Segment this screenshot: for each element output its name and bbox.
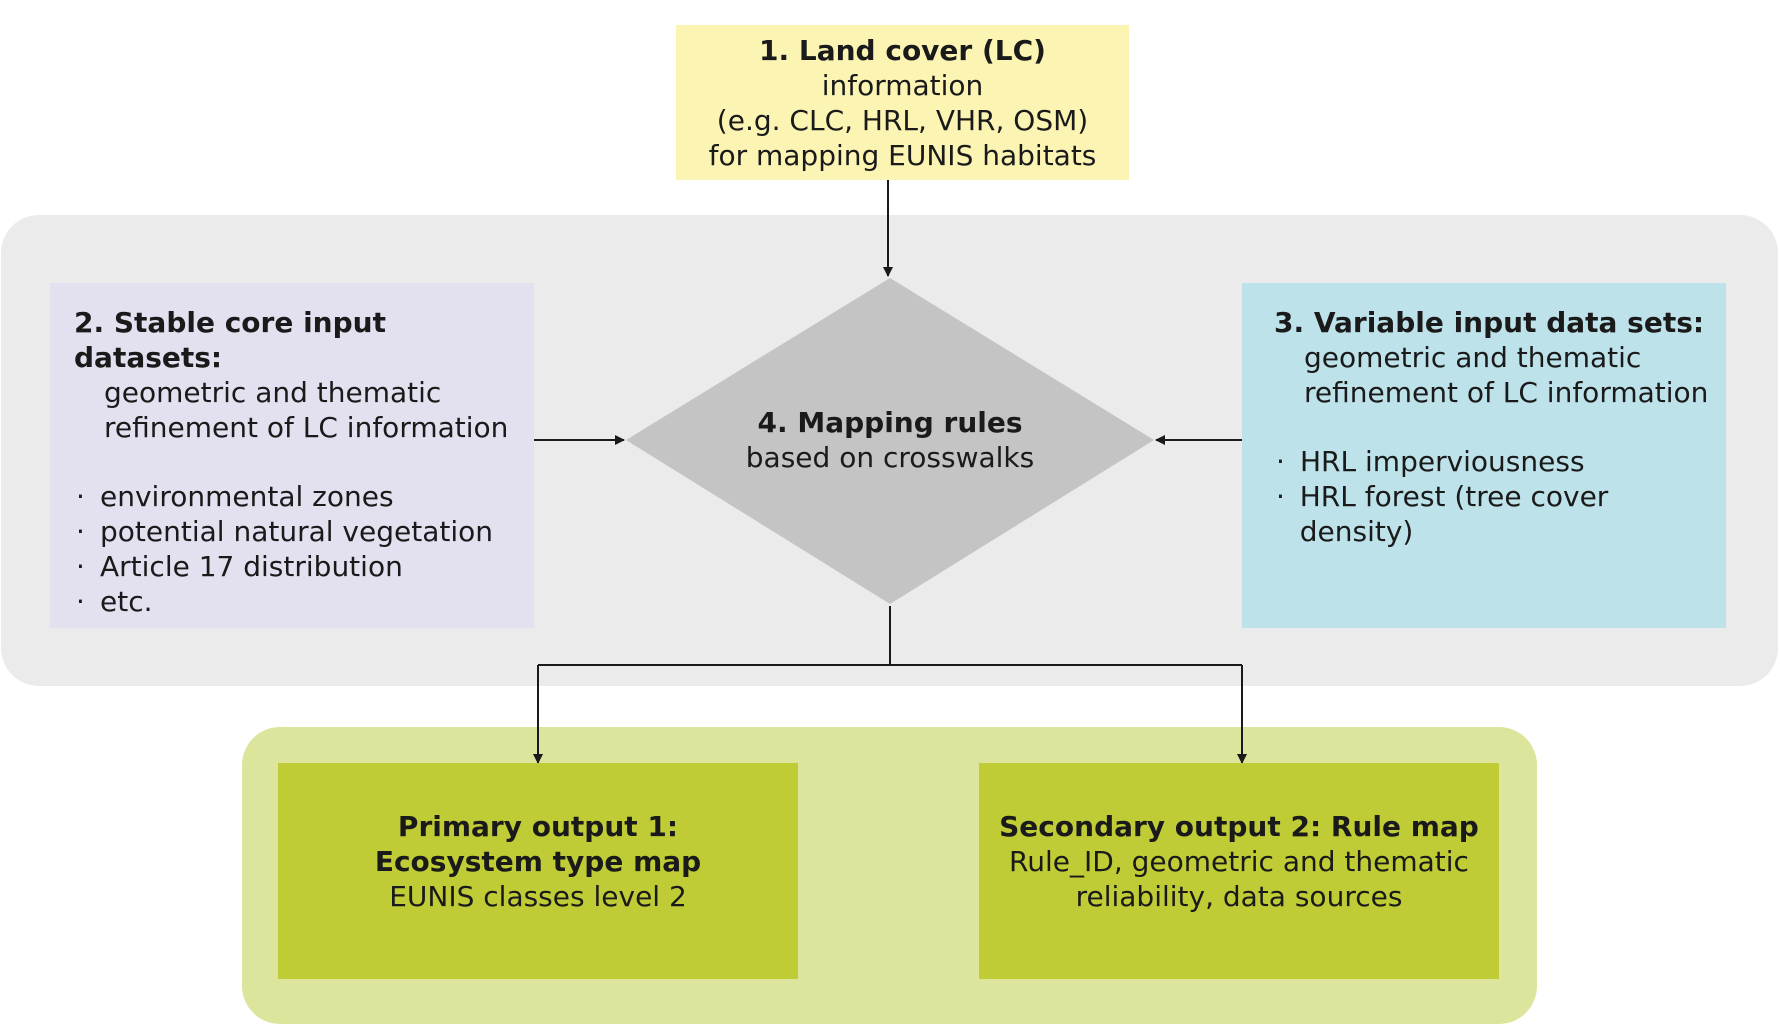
list-item: · HRL forest (tree cover density): [1274, 479, 1726, 549]
list-item: · potential natural vegetation: [74, 514, 534, 549]
bullet: ·: [76, 480, 85, 513]
list-item: · HRL imperviousness: [1274, 444, 1726, 479]
primary-output-box: Primary output 1: Ecosystem type map EUN…: [278, 763, 798, 979]
secondary-output-line1: Secondary output 2: Rule map: [999, 809, 1479, 843]
secondary-output-line3: reliability, data sources: [1075, 879, 1403, 913]
list-item-label: Article 17 distribution: [100, 550, 403, 583]
connector-rules-to-outputs: [538, 606, 891, 666]
stable-core-box: 2. Stable core input datasets: geometric…: [50, 283, 534, 628]
bullet: ·: [76, 550, 85, 583]
bullet: ·: [76, 585, 85, 618]
mapping-rules-title: 4. Mapping rules: [757, 406, 1023, 439]
primary-output-line3: EUNIS classes level 2: [389, 879, 687, 913]
bullet: ·: [76, 515, 85, 548]
land-cover-box: 1. Land cover (LC) information (e.g. CLC…: [676, 25, 1129, 180]
list-item: · Article 17 distribution: [74, 549, 534, 584]
list-item-label: etc.: [100, 585, 153, 618]
list-item: · environmental zones: [74, 479, 534, 514]
variable-input-list: · HRL imperviousness · HRL forest (tree co…: [1274, 444, 1726, 549]
list-item-label: HRL imperviousness: [1300, 445, 1585, 478]
primary-output-line2: Ecosystem type map: [374, 844, 702, 878]
variable-input-box: 3. Variable input data sets: geometric a…: [1242, 283, 1726, 628]
variable-input-line3: refinement of LC information: [1304, 376, 1709, 409]
list-item: · etc.: [74, 584, 534, 619]
land-cover-title: 1. Land cover (LC): [759, 33, 1046, 67]
list-item-label: HRL forest (tree cover density): [1299, 480, 1609, 548]
stable-core-line3: refinement of LC information: [104, 411, 509, 444]
primary-output-line1: Primary output 1:: [397, 809, 679, 843]
secondary-output-box: Secondary output 2: Rule map Rule_ID, ge…: [979, 763, 1499, 979]
land-cover-line1: 1. Land cover (LC) information: [676, 33, 1129, 103]
bullet: ·: [1276, 480, 1285, 513]
land-cover-line3: for mapping EUNIS habitats: [708, 138, 1097, 172]
mapping-rules-label: 4. Mapping rules based on crosswalks: [690, 405, 1090, 475]
land-cover-line2: (e.g. CLC, HRL, VHR, OSM): [716, 103, 1089, 137]
variable-input-title: 3. Variable input data sets:: [1274, 306, 1705, 339]
list-item-label: potential natural vegetation: [100, 515, 493, 548]
stable-core-line2: geometric and thematic: [104, 376, 442, 409]
stable-core-list: · environmental zones · potential natural …: [74, 479, 534, 619]
bullet: ·: [1276, 445, 1285, 478]
stable-core-title: 2. Stable core input datasets:: [74, 306, 386, 374]
variable-input-line2: geometric and thematic: [1304, 341, 1642, 374]
list-item-label: environmental zones: [100, 480, 394, 513]
land-cover-title-rest: information: [821, 68, 984, 102]
secondary-output-line2: Rule_ID, geometric and thematic: [1009, 844, 1469, 878]
mapping-rules-subtitle: based on crosswalks: [745, 441, 1035, 474]
mapping-rules-diamond: [626, 278, 1154, 604]
